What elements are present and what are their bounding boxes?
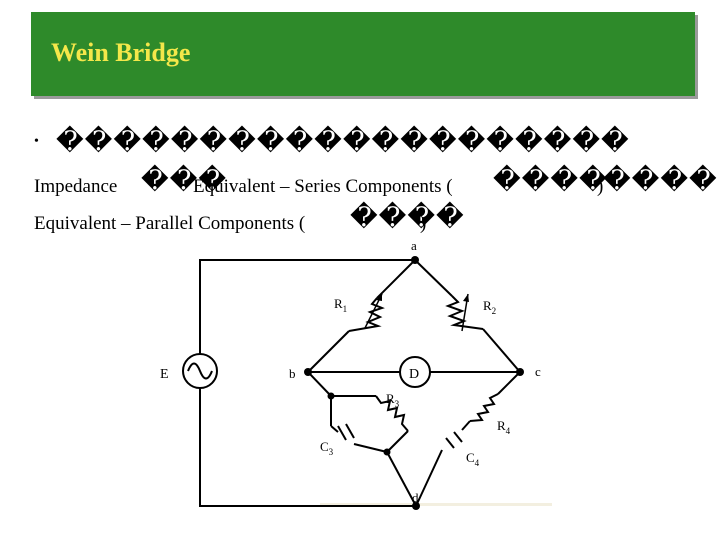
bullet-marker: • xyxy=(34,134,39,149)
wien-bridge-circuit-diagram: a b c d E D R1 R2 R3 R4 C3 C4 xyxy=(160,238,552,510)
circuit-wires xyxy=(199,259,521,507)
capacitor-c4-plate-b xyxy=(445,437,455,449)
c4-label: C4 xyxy=(466,450,480,468)
node-a-label: a xyxy=(411,238,417,253)
detector-label: D xyxy=(409,367,419,382)
series-components-label: Equivalent – Series Components ( xyxy=(193,176,453,197)
junction-left-dot xyxy=(327,392,335,400)
detector-symbol xyxy=(399,356,431,388)
node-b-label: b xyxy=(289,366,296,381)
sine-wave-icon xyxy=(187,362,213,380)
series-close-paren: ) xyxy=(597,176,604,197)
image-bottom-edge xyxy=(320,503,552,506)
capacitor-c3-plate-a xyxy=(337,425,347,441)
node-d-dot xyxy=(412,502,420,510)
parallel-close-paren: ) xyxy=(420,213,427,234)
node-c-label: c xyxy=(535,364,541,379)
title-bar: Wein Bridge xyxy=(31,12,695,96)
r4-label: R4 xyxy=(497,418,511,436)
node-c-dot xyxy=(516,368,524,376)
parallel-components-label: Equivalent – Parallel Components ( xyxy=(34,213,306,234)
c3-label: C3 xyxy=(320,439,334,457)
garbled-text-1: ��� xyxy=(141,165,228,195)
garbled-text-3: ���� xyxy=(603,165,718,195)
source-label: E xyxy=(160,367,169,382)
r2-arrowhead xyxy=(463,294,469,302)
node-a-dot xyxy=(411,256,419,264)
resistor-r4 xyxy=(469,393,499,422)
garbled-text-4: ���� xyxy=(350,202,465,232)
r1-label: R1 xyxy=(334,296,347,314)
capacitor-c4-plate-a xyxy=(453,431,463,443)
capacitor-c3-plate-b xyxy=(345,423,355,439)
node-b-dot xyxy=(304,368,312,376)
r2-label: R2 xyxy=(483,298,496,316)
bullet-text-garbled: �������������������� xyxy=(56,126,630,156)
junction-lower-dot xyxy=(383,448,391,456)
node-d-label: d xyxy=(412,490,419,505)
resistor-r1 xyxy=(348,297,385,332)
impedance-label: Impedance xyxy=(34,176,118,197)
resistor-r2 xyxy=(445,295,484,330)
r1-arrowhead xyxy=(376,294,382,301)
garbled-text-2: ���� xyxy=(493,165,608,195)
slide-title: Wein Bridge xyxy=(51,38,191,67)
r3-label: R3 xyxy=(386,391,400,409)
resistor-r3 xyxy=(375,395,409,432)
